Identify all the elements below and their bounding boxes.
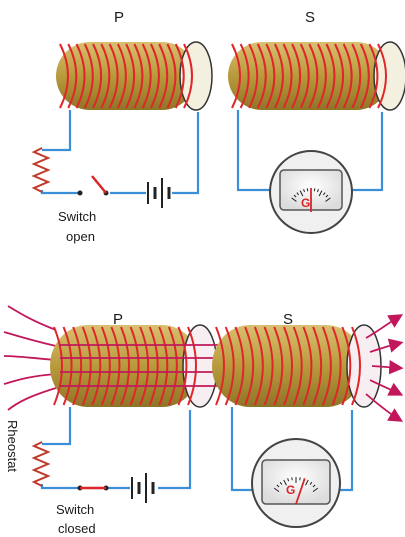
top-galvanometer-label: G (301, 196, 310, 210)
bottom-secondary-coil (212, 325, 381, 407)
top-primary-label: P (114, 9, 124, 26)
top-switch (78, 176, 109, 196)
bottom-rheostat-label: Rheostat (5, 420, 20, 472)
bottom-switch-label-1: Switch (56, 502, 94, 517)
top-switch-label-2: open (66, 229, 95, 244)
bottom-secondary-label: S (283, 311, 293, 328)
top-rheostat (34, 148, 48, 192)
bottom-primary-coil (50, 325, 217, 407)
bottom-field-lines-left (4, 306, 56, 410)
bottom-galvanometer: G (252, 439, 340, 527)
bottom-battery (132, 473, 153, 503)
bottom-primary-circuit (42, 407, 190, 488)
bottom-panel: P S Rh (4, 306, 400, 536)
top-switch-label-1: Switch (58, 209, 96, 224)
bottom-primary-label: P (113, 311, 123, 328)
top-panel: P S Switch open (34, 9, 405, 244)
top-secondary-coil (228, 42, 405, 110)
bottom-galvanometer-label: G (286, 483, 295, 497)
top-battery (148, 178, 169, 208)
top-primary-circuit (42, 110, 198, 193)
top-secondary-label: S (305, 9, 315, 26)
top-primary-coil (56, 42, 212, 110)
bottom-switch-label-2: closed (58, 521, 96, 536)
bottom-rheostat (34, 442, 48, 486)
top-galvanometer: G (270, 151, 352, 233)
bottom-switch (78, 486, 109, 491)
